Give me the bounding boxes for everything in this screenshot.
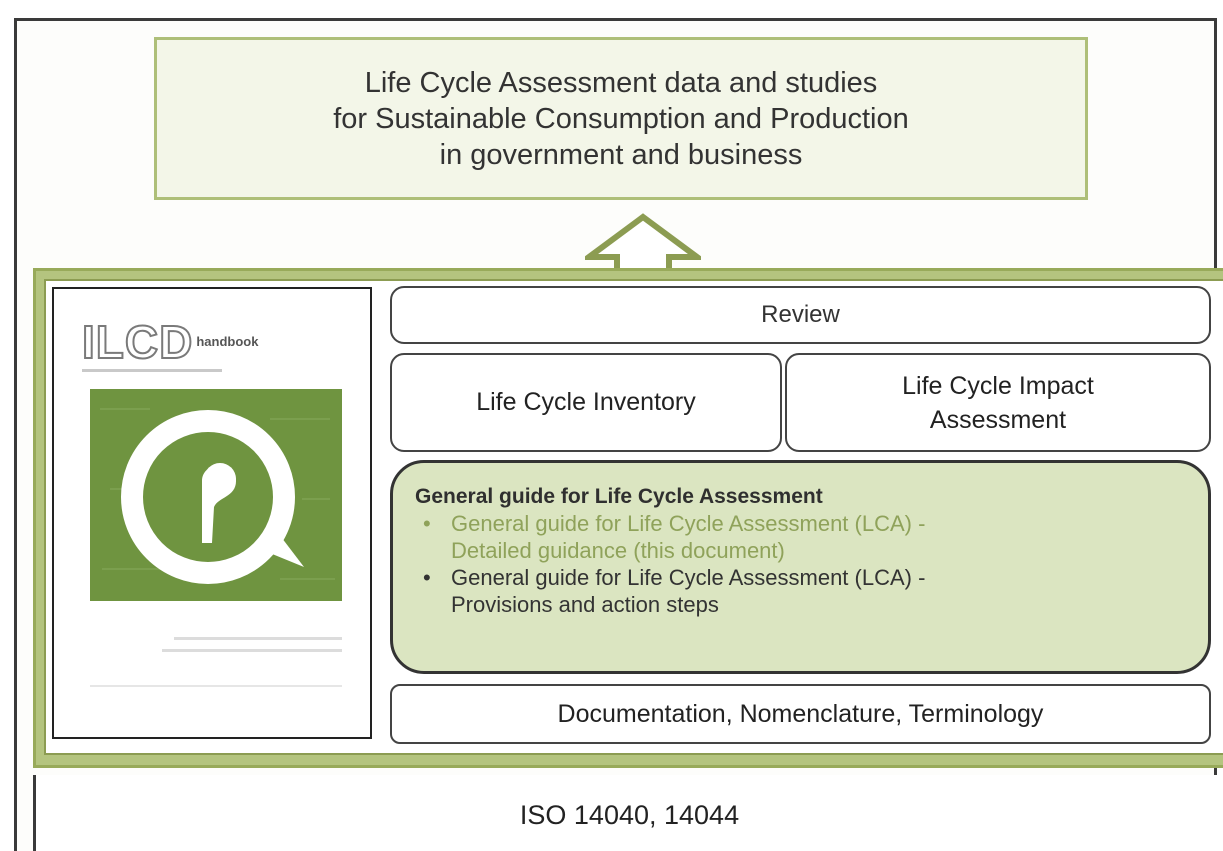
guide-item-line-2: Provisions and action steps (451, 592, 719, 617)
general-guide-box: General guide for Life Cycle Assessment … (390, 460, 1211, 674)
guide-item-detailed: • General guide for Life Cycle Assessmen… (415, 510, 1188, 564)
bullet-icon: • (423, 565, 431, 590)
ilcd-emblem-icon (100, 408, 335, 584)
guide-item-line-2: Detailed guidance (this document) (451, 538, 785, 563)
guide-item-provisions: • General guide for Life Cycle Assessmen… (415, 564, 1188, 618)
goal-line-3: in government and business (439, 138, 803, 171)
cover-text-line (162, 649, 342, 652)
goal-box: Life Cycle Assessment data and studies f… (154, 37, 1088, 200)
guide-item-line-1: General guide for Life Cycle Assessment … (451, 565, 926, 590)
life-cycle-impact-assessment-box: Life Cycle Impact Assessment (785, 353, 1211, 452)
iso-standards-band: ISO 14040, 14044 (33, 775, 1223, 851)
cover-artwork (90, 389, 342, 601)
lcia-line-2: Assessment (929, 405, 1067, 434)
guide-item-line-1: General guide for Life Cycle Assessment … (451, 511, 926, 536)
ilcd-logo-suffix: handbook (196, 334, 259, 349)
lcia-line-1: Life Cycle Impact (902, 371, 1094, 400)
goal-line-1: Life Cycle Assessment data and studies (364, 66, 878, 99)
cover-text-line (174, 637, 342, 640)
general-guide-list: • General guide for Life Cycle Assessmen… (415, 510, 1188, 618)
general-guide-title: General guide for Life Cycle Assessment (415, 485, 823, 508)
ilcd-logo-text: ILCD (81, 316, 194, 368)
documentation-box: Documentation, Nomenclature, Terminology (390, 684, 1211, 744)
cover-footer-line (90, 685, 342, 687)
goal-line-2: for Sustainable Consumption and Producti… (333, 102, 909, 135)
handbook-cover: ILCD handbook (52, 287, 372, 739)
ilcd-logo: ILCD handbook (81, 316, 259, 368)
life-cycle-inventory-box: Life Cycle Inventory (390, 353, 782, 452)
cover-subtitle-line (82, 369, 222, 372)
review-box: Review (390, 286, 1211, 344)
bullet-icon: • (423, 511, 431, 536)
